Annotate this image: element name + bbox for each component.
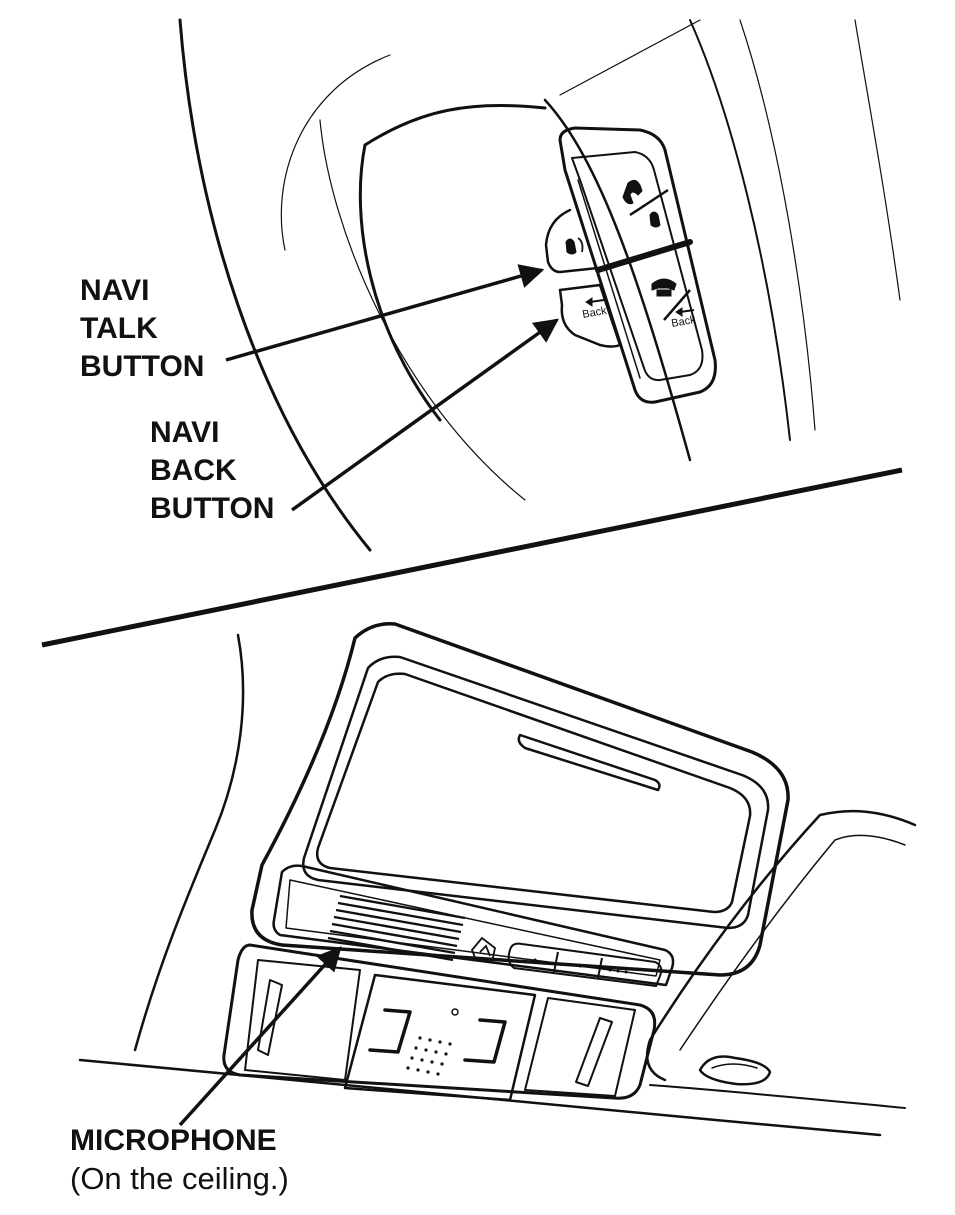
panel-divider-line xyxy=(41,467,903,648)
speaker-dots xyxy=(406,1008,459,1076)
label-line: BUTTON xyxy=(80,350,205,383)
talk-button-leader-arrow xyxy=(225,264,545,362)
label-line: BUTTON xyxy=(150,492,275,525)
steering-wheel-illustration xyxy=(178,18,901,552)
microphone-leader-arrow xyxy=(178,946,342,1127)
back-button-text: Back xyxy=(670,314,697,330)
back-button-text: Back xyxy=(581,305,608,321)
homelink-button-dots xyxy=(533,958,628,974)
back-arrow-icon xyxy=(585,297,605,307)
navi-talk-button-label: NAVI TALK BUTTON xyxy=(80,272,204,386)
microphone-note: (On the ceiling.) xyxy=(70,1161,289,1196)
talk-button-icon xyxy=(565,237,584,255)
microphone-title: MICROPHONE xyxy=(70,1124,277,1157)
homelink-buttons xyxy=(507,942,663,988)
homelink-icon xyxy=(470,936,496,963)
ceiling-console-illustration xyxy=(78,622,917,1137)
phone-hangup-icon xyxy=(651,278,691,321)
back-arrow-icon xyxy=(675,307,695,317)
label-line: BACK xyxy=(150,454,237,487)
microphone-label: MICROPHONE (On the ceiling.) xyxy=(70,1122,289,1198)
label-line: TALK xyxy=(80,312,158,345)
phone-pickup-icon xyxy=(622,179,669,228)
label-line: NAVI xyxy=(150,416,220,449)
navi-back-button-label: NAVI BACK BUTTON xyxy=(150,414,274,528)
microphone-grille xyxy=(327,894,466,962)
label-line: NAVI xyxy=(80,274,150,307)
back-button-leader-arrow xyxy=(290,318,559,512)
